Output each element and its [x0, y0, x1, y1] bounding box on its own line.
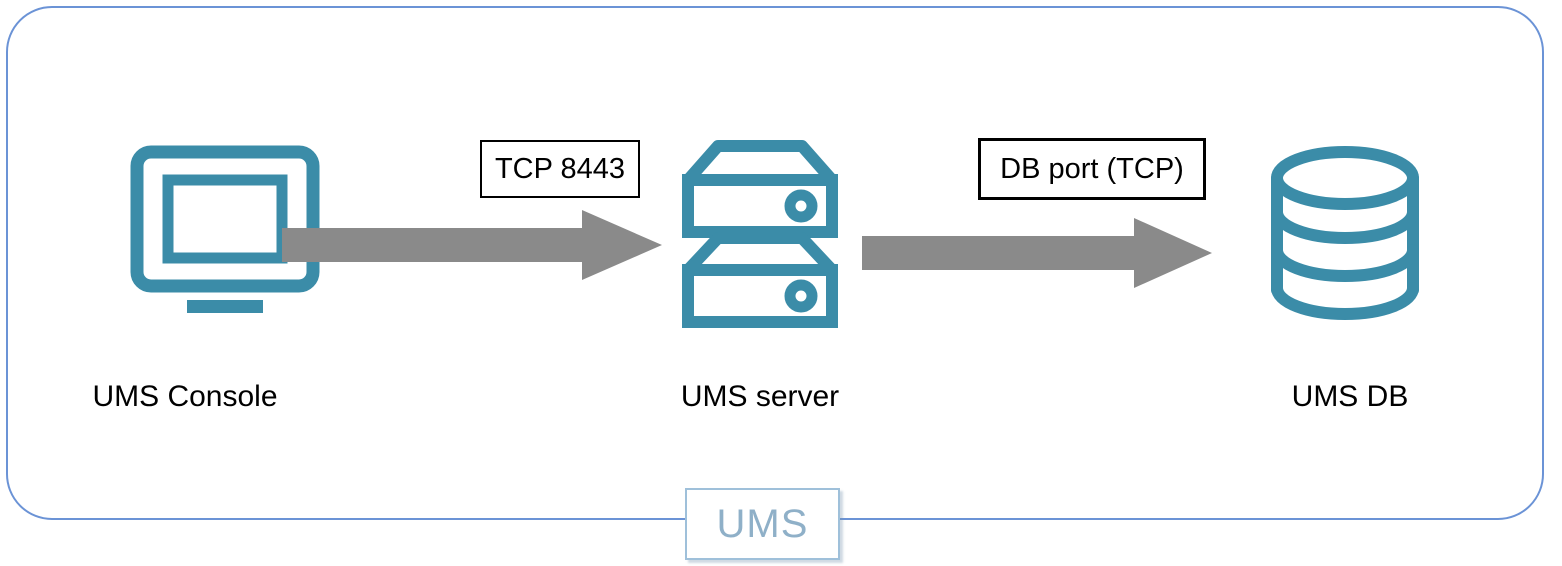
ums-boundary-badge: UMS — [685, 488, 840, 560]
caption-ums-db: UMS DB — [1190, 382, 1510, 412]
monitor-icon — [130, 145, 320, 313]
arrow-console-to-server — [282, 210, 662, 280]
port-label-text: DB port (TCP) — [1000, 152, 1184, 185]
node-label-text: UMS server — [680, 380, 840, 413]
port-label-text: TCP 8443 — [494, 152, 626, 185]
node-label-text: UMS DB — [1291, 380, 1409, 413]
arrow-server-to-db — [862, 218, 1212, 288]
node-label-text: UMS Console — [92, 380, 278, 413]
node-ums-console — [60, 142, 390, 322]
port-label-console-to-server: TCP 8443 — [480, 140, 640, 198]
server-rack-icon — [682, 140, 838, 328]
port-label-server-to-db: DB port (TCP) — [978, 138, 1206, 200]
caption-ums-server: UMS server — [600, 382, 920, 412]
node-ums-db — [1180, 140, 1510, 330]
database-cylinder-icon — [1271, 146, 1419, 320]
caption-ums-console: UMS Console — [0, 382, 370, 412]
ums-badge-text: UMS — [716, 502, 809, 546]
node-ums-server — [600, 132, 920, 332]
